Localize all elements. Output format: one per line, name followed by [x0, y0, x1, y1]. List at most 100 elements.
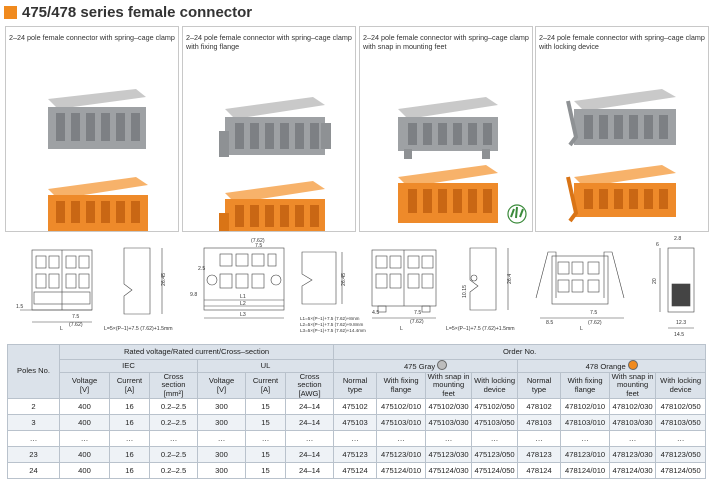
gray-connector-image: [398, 97, 498, 159]
table-cell: …: [109, 430, 150, 448]
connector-illustration: [398, 97, 527, 224]
dim-label: 7.5: [255, 243, 262, 249]
poles-cell: 2: [7, 398, 60, 416]
product-panel-snap-feet: 2–24 pole female connector with spring–c…: [359, 26, 533, 232]
gray-series-label: 475 Gray: [403, 362, 436, 372]
table-cell: 400: [59, 462, 110, 480]
table-cell: 16: [109, 398, 150, 416]
formula-text: L=5×(P–1)+7.5 (7.62)+1.5mm: [446, 326, 515, 332]
table-cell: 475123/010: [376, 446, 427, 464]
dim-label: (7.62): [69, 322, 83, 328]
dimension-drawings: 1.5 7.5 (7.62) L L=5×(P–1)+7.5 (7.62)+1.…: [16, 236, 695, 338]
col-header: Cross section [mm²]: [149, 371, 198, 400]
dim-label: (7.62): [251, 238, 265, 244]
table-cell: 478102/030: [609, 398, 657, 416]
dim-label: L: [400, 326, 403, 332]
page-title: 475/478 series female connector: [22, 3, 253, 21]
table-cell: …: [655, 430, 707, 448]
dim-label: 7.5: [590, 310, 597, 316]
col-header: With fixing flange: [376, 371, 427, 400]
table-cell: 15: [245, 462, 286, 480]
poles-cell: …: [7, 430, 60, 448]
gray-connector-image: [566, 89, 676, 147]
table-cell: 300: [197, 462, 246, 480]
table-cell: …: [560, 430, 611, 448]
table-cell: 475103/030: [425, 414, 473, 432]
table-cell: 478124/030: [609, 462, 657, 480]
rated-header: Rated voltage/Rated current/Cross–sectio…: [58, 344, 335, 360]
table-cell: 478123/050: [655, 446, 707, 464]
panel-caption: 2–24 pole female connector with spring–c…: [9, 33, 175, 42]
table-cell: 475124/050: [471, 462, 519, 480]
table-cell: 16: [109, 446, 150, 464]
table-cell: …: [284, 430, 335, 448]
dim-label: 6: [656, 242, 659, 248]
table-cell: 24–14: [284, 462, 335, 480]
table-cell: 478103/030: [609, 414, 657, 432]
table-cell: 478124/010: [560, 462, 611, 480]
gray-connector-image: [48, 89, 146, 149]
dim-label: 20: [652, 278, 658, 284]
poles-cell: 23: [7, 446, 60, 464]
dim-label: L1: [240, 294, 246, 300]
table-cell: 475103/010: [376, 414, 427, 432]
dim-label: 14.5: [674, 332, 684, 338]
poles-cell: 3: [7, 414, 60, 432]
panel-caption: 2–24 pole female connector with spring–c…: [363, 33, 529, 51]
dim-label: 7.5: [72, 314, 79, 320]
product-panel-standard: 2–24 pole female connector with spring–c…: [5, 26, 179, 232]
table-cell: 475124: [333, 462, 378, 480]
table-cell: 478123/030: [609, 446, 657, 464]
table-cell: 15: [245, 446, 286, 464]
table-cell: …: [149, 430, 198, 448]
table-cell: …: [376, 430, 427, 448]
table-cell: 478102/050: [655, 398, 707, 416]
drawing-standard: [20, 247, 163, 323]
table-cell: 24–14: [284, 446, 335, 464]
ul-header: UL: [196, 359, 335, 373]
dim-label: L: [580, 326, 583, 332]
panel-caption: 2–24 pole female connector with spring–c…: [539, 33, 705, 51]
dim-label: 9.8: [190, 292, 197, 298]
dim-label: (7.62): [410, 319, 424, 325]
page-header: 475/478 series female connector: [4, 3, 252, 21]
col-header: With fixing flange: [560, 371, 611, 400]
table-cell: 478123/010: [560, 446, 611, 464]
table-cell: 478103: [517, 414, 562, 432]
table-cell: 475102/050: [471, 398, 519, 416]
dim-label: 2.8: [674, 236, 681, 242]
table-cell: 475124/030: [425, 462, 473, 480]
col-header: Current [A]: [245, 371, 286, 400]
table-cell: 0.2–2.5: [149, 446, 198, 464]
table-cell: 478124/050: [655, 462, 707, 480]
col-header: With snap in mounting feet: [425, 371, 473, 400]
col-header: Cross section [AWG]: [284, 371, 335, 400]
table-cell: 475123: [333, 446, 378, 464]
table-cell: 475102/010: [376, 398, 427, 416]
table-cell: 478124: [517, 462, 562, 480]
table-cell: 0.2–2.5: [149, 462, 198, 480]
product-panel-locking: 2–24 pole female connector with spring–c…: [535, 26, 709, 232]
orange-connector-image: [398, 165, 498, 223]
table-cell: …: [471, 430, 519, 448]
table-cell: 24–14: [284, 414, 335, 432]
table-cell: …: [59, 430, 110, 448]
table-cell: 0.2–2.5: [149, 414, 198, 432]
table-cell: …: [609, 430, 657, 448]
orange-series-header: 478 Orange: [517, 359, 707, 373]
table-cell: 300: [197, 398, 246, 416]
table-cell: 16: [109, 414, 150, 432]
table-cell: 300: [197, 446, 246, 464]
table-cell: 15: [245, 398, 286, 416]
table-cell: …: [517, 430, 562, 448]
table-cell: 478103/010: [560, 414, 611, 432]
table-cell: 478102: [517, 398, 562, 416]
poles-cell: 24: [7, 462, 60, 480]
orange-connector-image: [219, 181, 325, 231]
connector-illustration: [219, 97, 331, 231]
formula-text: L=5×(P–1)+7.5 (7.62)+1.5mm: [104, 326, 173, 332]
col-header: With snap in mounting feet: [609, 371, 657, 400]
